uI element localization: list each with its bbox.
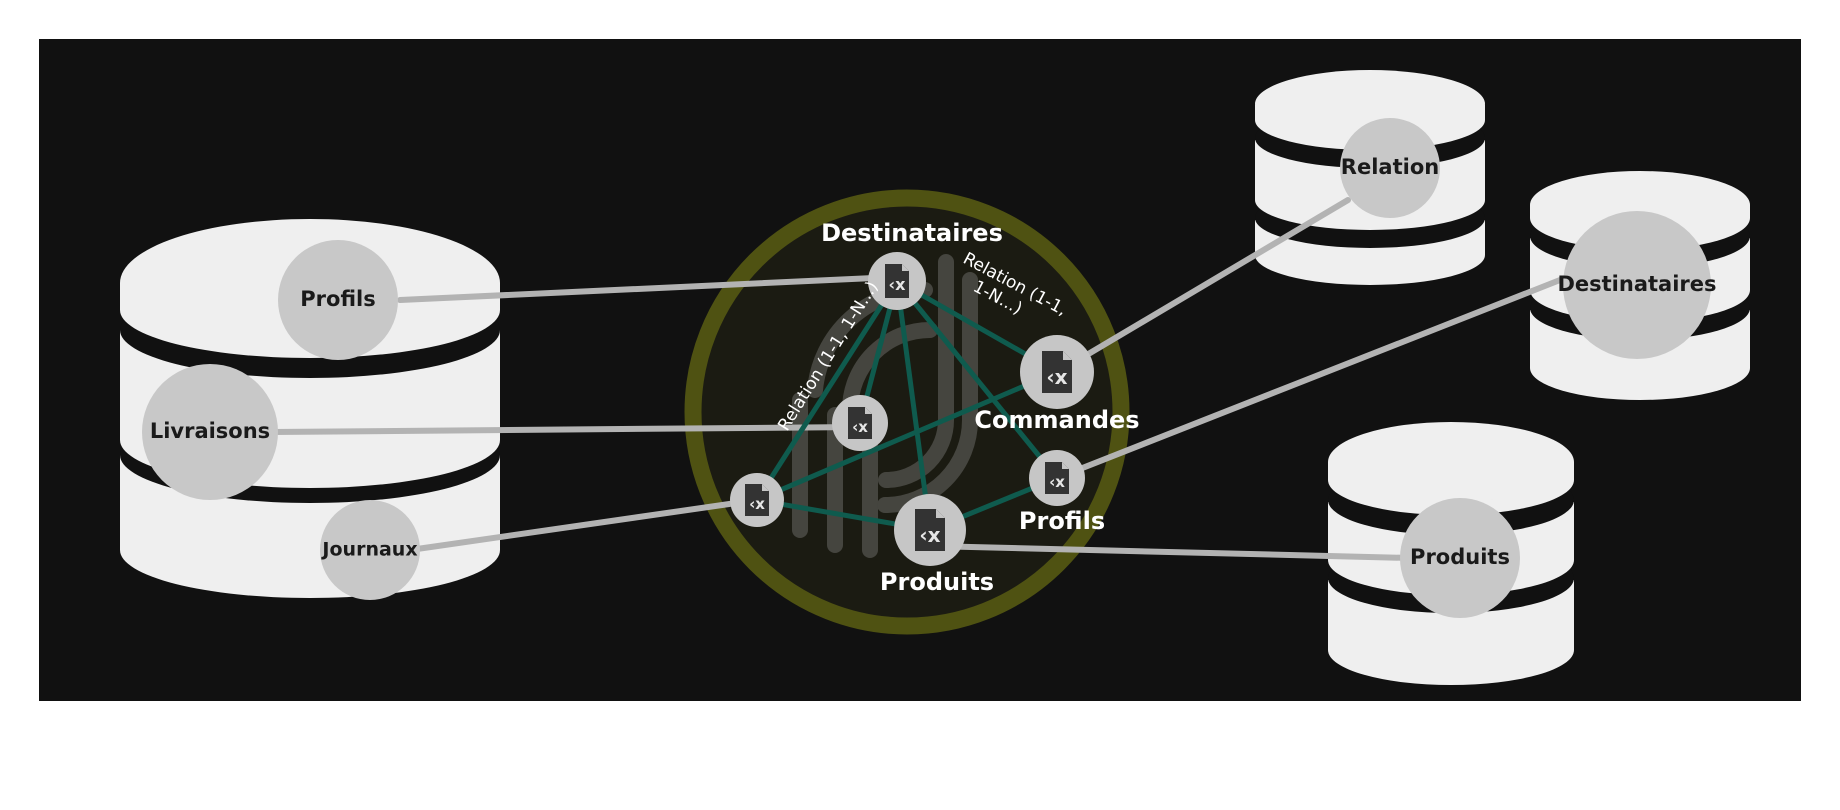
svg-text:‹x: ‹x (749, 495, 765, 513)
code-file-icon: ‹x (1042, 351, 1072, 393)
graph-node-produits: ‹x (894, 494, 966, 566)
bubble-journaux: Journaux (320, 500, 420, 600)
bubble-label: Livraisons (150, 419, 270, 443)
bubble-destinataires-right: Destinataires (1557, 211, 1717, 359)
code-file-icon: ‹x (915, 509, 945, 551)
graph-node-center: ‹x (832, 395, 888, 451)
node-label-produits: Produits (880, 568, 994, 596)
bubble-label: Produits (1410, 545, 1510, 569)
graph-node-left: ‹x (730, 473, 784, 527)
code-file-icon: ‹x (1045, 462, 1069, 494)
bubble-produits-right: Produits (1400, 498, 1520, 618)
node-label-destinataires: Destinataires (821, 219, 1003, 247)
bubble-relation: Relation (1340, 118, 1440, 218)
svg-text:‹x: ‹x (1049, 473, 1065, 491)
node-label-profils: Profils (1019, 507, 1105, 535)
connector-profils (397, 274, 898, 303)
connector-destinataires (1054, 277, 1563, 481)
svg-text:‹x: ‹x (919, 523, 940, 547)
connector-relation (1055, 197, 1351, 375)
bubble-label: Destinataires (1557, 272, 1716, 296)
svg-text:‹x: ‹x (1046, 365, 1067, 389)
code-file-icon: ‹x (848, 407, 872, 439)
code-file-icon: ‹x (745, 484, 769, 516)
connector-livraisons (269, 424, 863, 435)
graph-node-commandes: ‹x (1020, 335, 1094, 409)
graph-node-destinataires: ‹x (868, 252, 926, 310)
bubble-livraisons: Livraisons (142, 364, 278, 500)
node-label-commandes: Commandes (974, 406, 1139, 434)
graph-node-profils: ‹x (1029, 450, 1085, 506)
connector-produits (927, 543, 1413, 561)
connector-journaux (407, 497, 760, 553)
bubble-label: Journaux (320, 539, 417, 561)
svg-text:‹x: ‹x (889, 275, 907, 294)
bubble-profils-left: Profils (278, 240, 398, 360)
bubble-label: Relation (1341, 155, 1439, 179)
code-file-icon: ‹x (885, 264, 909, 298)
connectors (269, 197, 1563, 561)
svg-text:‹x: ‹x (852, 418, 868, 436)
bubble-label: Profils (300, 287, 375, 311)
